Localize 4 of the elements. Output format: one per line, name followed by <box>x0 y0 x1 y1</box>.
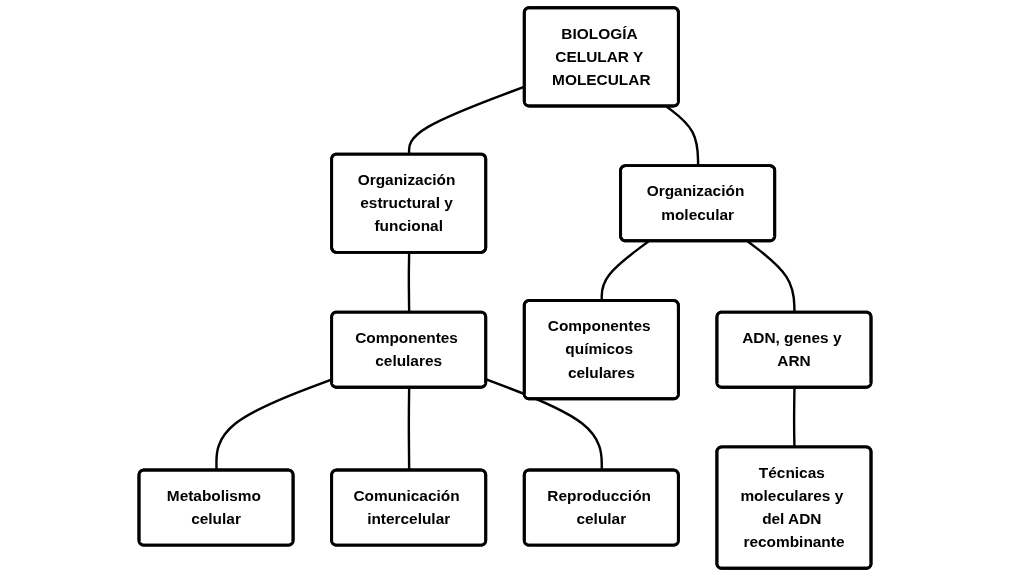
connector <box>407 252 411 313</box>
connector <box>407 387 411 471</box>
connector <box>485 378 603 471</box>
connector <box>746 240 796 313</box>
